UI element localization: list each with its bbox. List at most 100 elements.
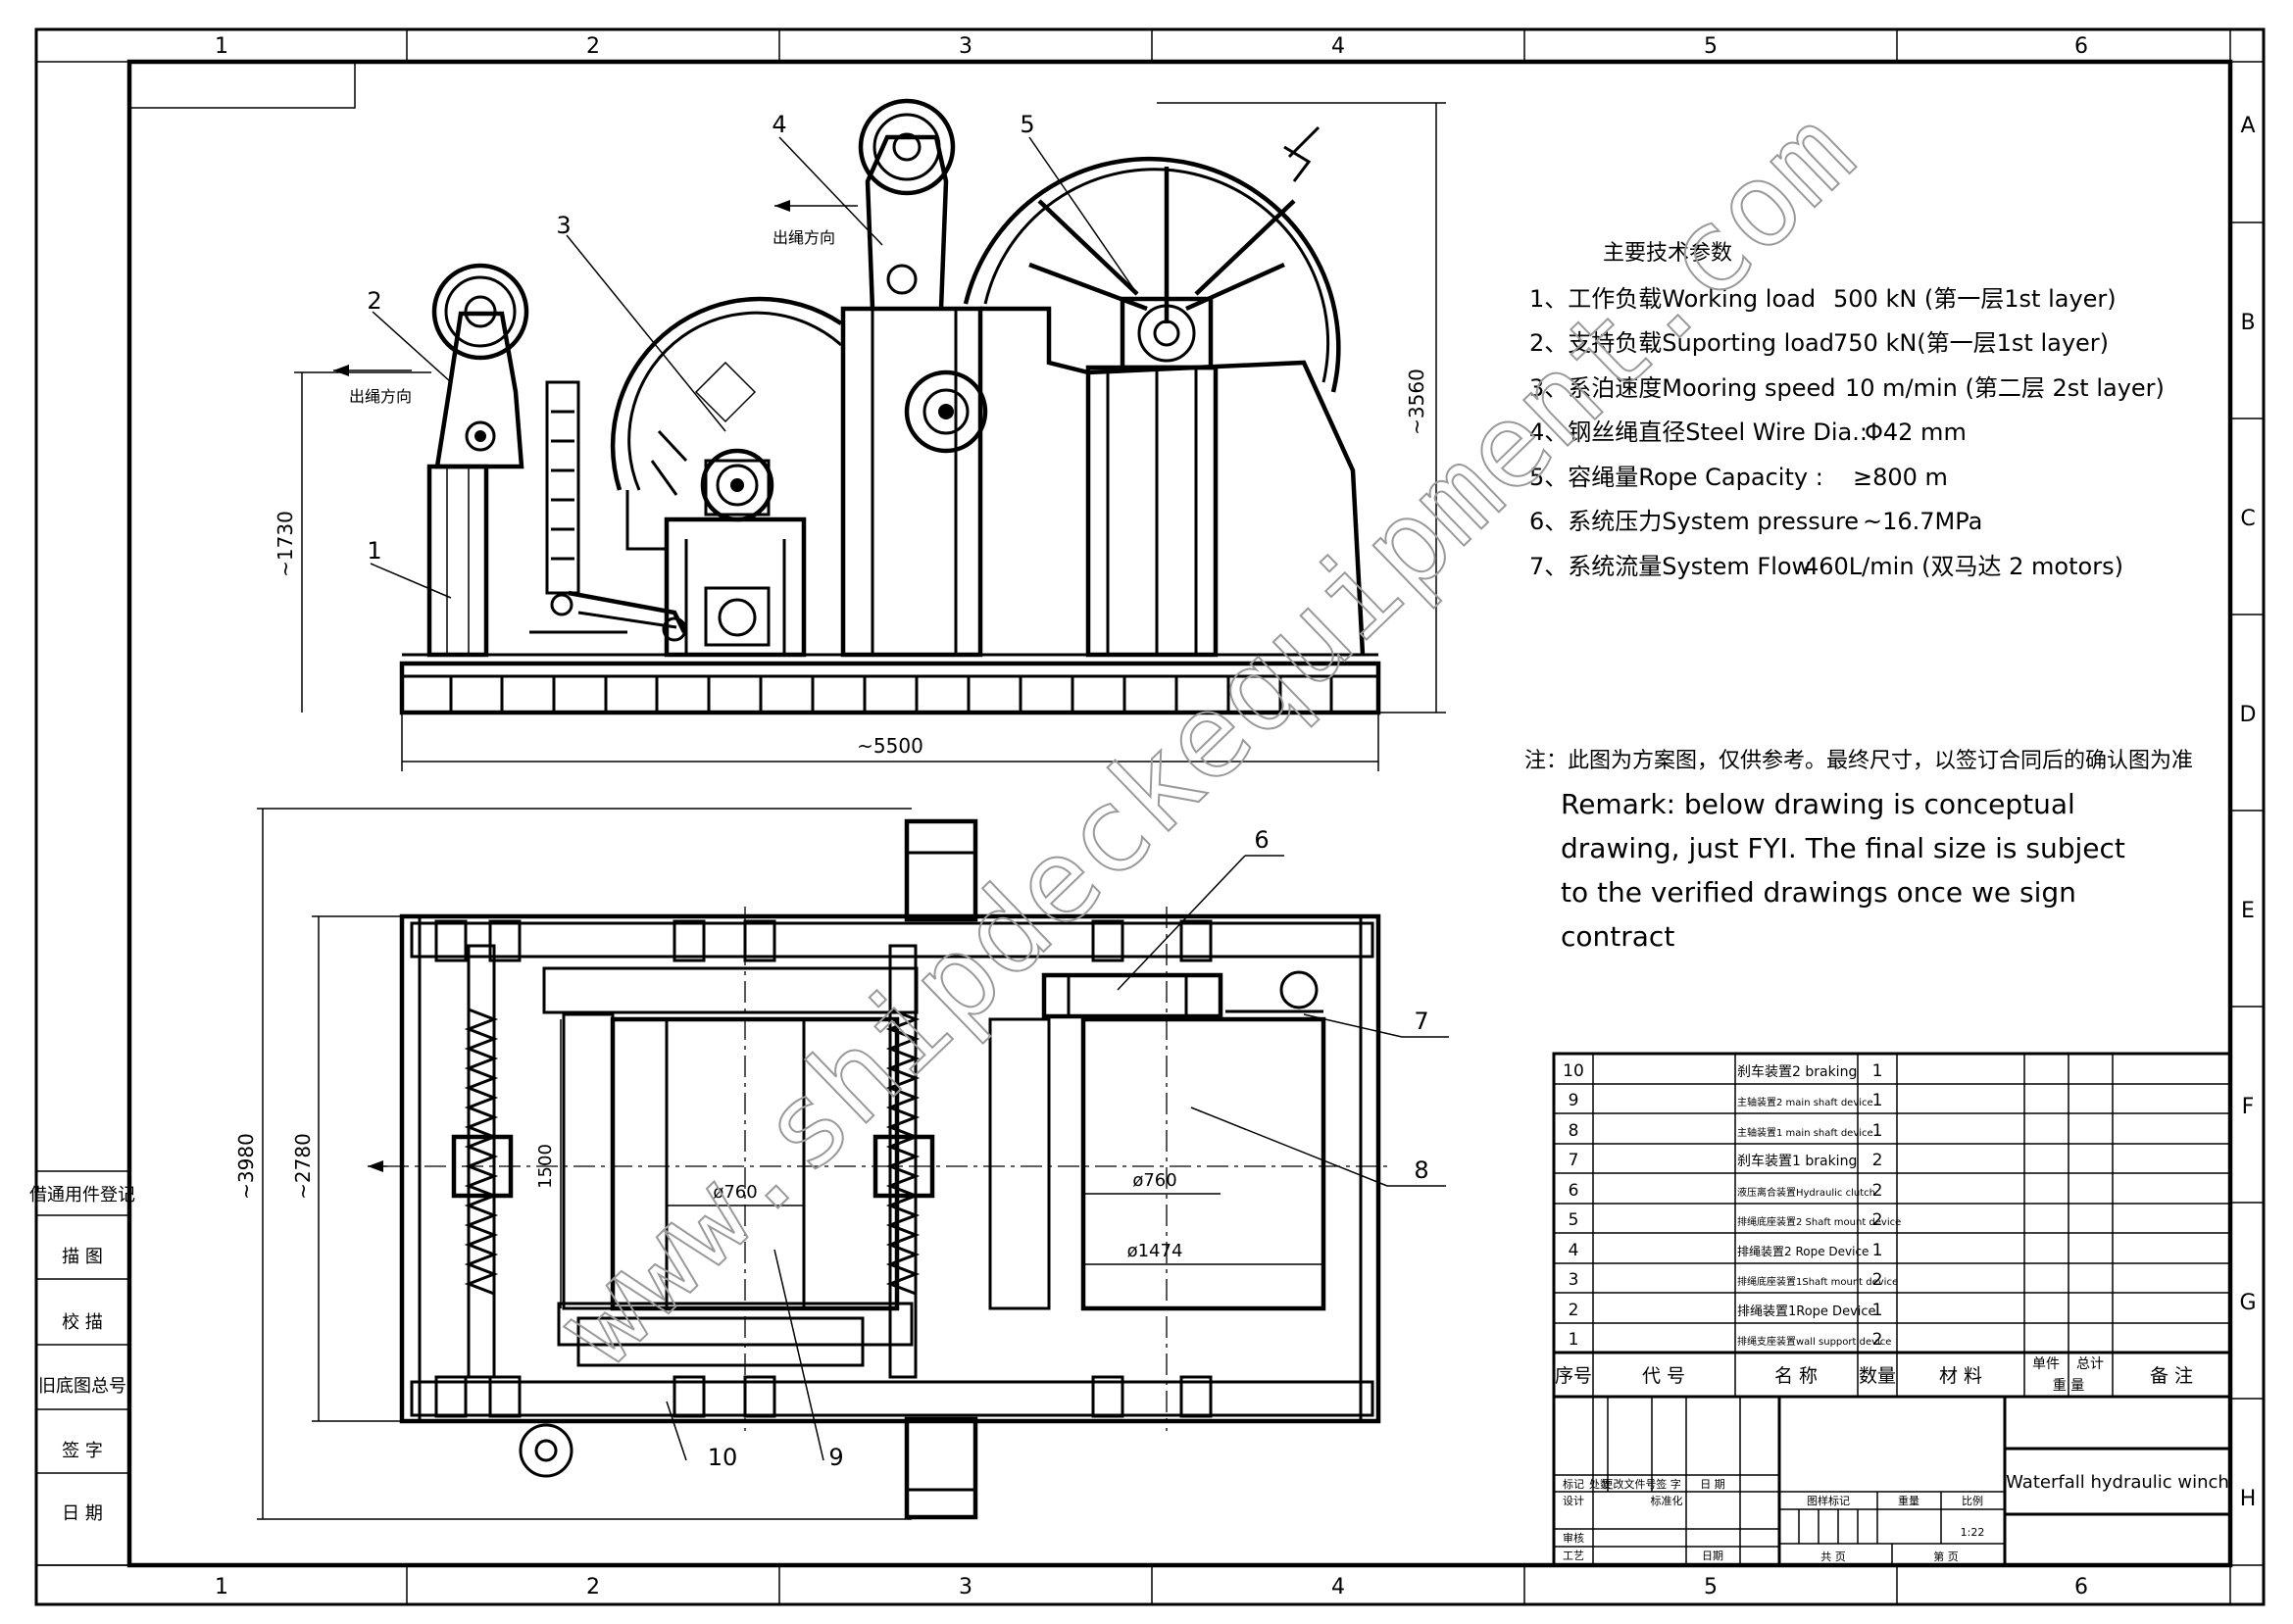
part-no: 6 — [1569, 1181, 1579, 1201]
side-label: 借通用件登记 — [29, 1185, 135, 1206]
parts-header-code: 代 号 — [1642, 1365, 1685, 1387]
part-qty: 1 — [1872, 1121, 1883, 1141]
spec-label: 4、钢丝绳直径Steel Wire Dia.: — [1529, 418, 1868, 446]
spec-value: 10 m/min (第二层 2st layer) — [1845, 374, 2165, 402]
large-drum-spokes — [1028, 167, 1296, 323]
tb-date-2: 日期 — [1702, 1550, 1723, 1562]
column-ticks — [406, 29, 1898, 1604]
row-label: F — [2242, 1095, 2255, 1119]
corner-box — [128, 61, 356, 109]
title-block: 标记 处数 更改文件号 签 字 日 期 设计 标准化 审核 工艺 日期 图样标记… — [1552, 1395, 2232, 1567]
row-ticks — [2230, 221, 2264, 1400]
rope-direction-left: 出绳方向 — [349, 387, 412, 406]
tb-review: 审核 — [1563, 1531, 1584, 1545]
specs-heading: 主要技术参数 — [1603, 241, 1732, 266]
bottom-guide-sheave-plan — [904, 1416, 978, 1520]
tb-change-doc: 更改文件号 — [1603, 1477, 1657, 1491]
side-label: 旧底图总号 — [38, 1376, 126, 1397]
parts-header-weight: 重 量 — [2053, 1378, 2084, 1394]
note-en-line: contract — [1561, 920, 1674, 953]
callout-2: 2 — [367, 287, 381, 315]
parts-header-name: 名 称 — [1774, 1365, 1818, 1387]
base-frame — [399, 661, 1381, 715]
column-labels-bottom: 1 2 3 4 5 6 — [215, 1575, 2088, 1599]
part-no: 2 — [1569, 1301, 1579, 1320]
tb-count: 处数 — [1589, 1478, 1611, 1491]
col-label: 3 — [959, 34, 972, 59]
part-no: 1 — [1569, 1330, 1579, 1350]
lead-screw-left — [467, 944, 496, 1379]
row-label: D — [2240, 703, 2257, 727]
part-no: 3 — [1569, 1270, 1579, 1290]
tb-process: 工艺 — [1563, 1550, 1584, 1562]
part-no: 5 — [1569, 1210, 1579, 1230]
spec-value: 460L/min (双马达 2 motors) — [1804, 553, 2123, 580]
part-no: 7 — [1569, 1151, 1579, 1170]
note-en-line: to the verified drawings once we sign — [1561, 876, 2076, 909]
callout-7: 7 — [1414, 1008, 1428, 1035]
row-label: G — [2239, 1291, 2256, 1315]
central-hub — [904, 369, 988, 454]
col-label: 6 — [2074, 34, 2088, 59]
col-label: 5 — [1704, 1575, 1718, 1599]
outer-border — [34, 27, 2266, 1606]
side-register-block: 借通用件登记 描 图 校 描 旧底图总号 签 字 日 期 — [29, 1170, 135, 1566]
part-qty: 1 — [1872, 1091, 1883, 1110]
part-qty: 2 — [1872, 1270, 1883, 1290]
row-label: A — [2240, 114, 2255, 138]
tb-standard: 标准化 — [1651, 1494, 1683, 1507]
dim-height-left: ~1730 — [274, 511, 297, 577]
rope-direction-right: 出绳方向 — [773, 228, 835, 247]
part-qty: 1 — [1872, 1061, 1883, 1081]
tb-design: 设计 — [1563, 1495, 1584, 1507]
dim-d760-left: ø760 — [713, 1182, 757, 1203]
part-qty: 2 — [1872, 1210, 1883, 1230]
callout-5: 5 — [1020, 111, 1034, 138]
spec-label: 3、系泊速度Mooring speed — [1529, 374, 1835, 402]
spec-label: 2、支持负载Suporting load — [1529, 329, 1834, 357]
tb-sheet-no: 第 页 — [1933, 1550, 1959, 1563]
part-name: 排绳支座装置wall support device — [1737, 1335, 1891, 1348]
column-labels-top: 1 2 3 4 5 6 — [215, 34, 2088, 59]
left-sheave — [431, 263, 529, 361]
top-sheave — [858, 98, 956, 196]
parts-header-no: 序号 — [1555, 1365, 1592, 1387]
base-ribs — [449, 676, 1333, 713]
tower-arm — [865, 134, 949, 310]
col-label: 1 — [215, 1575, 228, 1599]
left-guide-column — [426, 464, 489, 658]
tb-sign: 签 字 — [1656, 1477, 1681, 1491]
dim-height-right: ~3560 — [1405, 369, 1428, 435]
part-qty: 1 — [1872, 1241, 1883, 1260]
plan-view: ~3980 ~2780 1500 ø760 ø760 ø1474 6 7 8 9 — [234, 808, 1449, 1520]
tb-scale: 比例 — [1962, 1494, 1983, 1507]
col-label: 2 — [586, 34, 600, 59]
tb-weight: 重量 — [1898, 1494, 1919, 1507]
parts-header-unit: 单件 — [2032, 1356, 2060, 1372]
dim-d1474: ø1474 — [1127, 1241, 1183, 1261]
row-label: C — [2240, 507, 2255, 531]
watermark: www.shipdeckequipment.com — [533, 85, 1879, 1392]
dim-1500: 1500 — [535, 1144, 556, 1189]
side-label: 日 期 — [62, 1503, 103, 1524]
part-name: 排绳底座装置2 Shaft mount device — [1737, 1215, 1901, 1228]
row-label: B — [2240, 311, 2255, 335]
tb-date: 日 期 — [1700, 1478, 1725, 1491]
part-name: 刹车装置1 braking — [1737, 1153, 1857, 1169]
spec-value: Φ42 mm — [1865, 418, 1967, 446]
callout-3: 3 — [556, 212, 571, 239]
row-label: H — [2240, 1487, 2257, 1511]
row-label: E — [2241, 899, 2255, 923]
col-label: 3 — [959, 1575, 972, 1599]
part-name: 排绳装置1Rope Device — [1737, 1304, 1876, 1319]
side-label: 描 图 — [62, 1247, 103, 1267]
part-name: 主轴装置2 main shaft device — [1737, 1096, 1873, 1108]
parts-header-total: 总计 — [2076, 1356, 2104, 1372]
col-label: 6 — [2074, 1575, 2088, 1599]
dim-3980: ~3980 — [234, 1133, 258, 1200]
col-label: 4 — [1331, 34, 1345, 59]
callout-8: 8 — [1414, 1156, 1428, 1184]
callout-1: 1 — [367, 537, 381, 565]
part-name: 刹车装置2 braking — [1737, 1063, 1857, 1080]
part-name: 排绳底座装置1Shaft mount device — [1737, 1275, 1898, 1288]
